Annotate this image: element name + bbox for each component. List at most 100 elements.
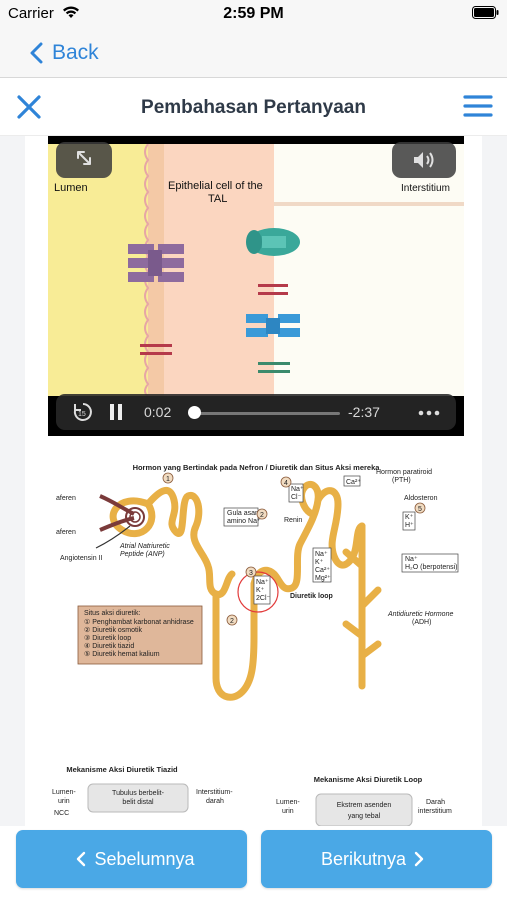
tiazid-ncc: NCC (54, 810, 69, 817)
close-icon[interactable] (15, 93, 43, 121)
purple-transporter (128, 244, 184, 282)
carrier-label: Carrier (8, 5, 54, 22)
green-channel-top (258, 362, 290, 365)
red-channel-right-top (258, 284, 288, 287)
red-channel-left-bottom (140, 352, 172, 355)
legend-title: Situs aksi diuretik: (84, 610, 140, 617)
tiazid-tubule-2: belit distal (122, 799, 154, 806)
label-gula-line2: amino Na⁺ (227, 518, 261, 525)
more-options-icon[interactable] (418, 410, 440, 416)
badge-5: 5 (418, 506, 422, 513)
content-area[interactable]: Lumen Epithelial cell of the TAL Interst… (0, 136, 507, 826)
legend-item-4: ④ Diuretik tiazid (84, 642, 134, 650)
label-h: H⁺ (405, 522, 414, 529)
label-gula-line1: Gula asam (227, 510, 261, 517)
clock: 2:59 PM (223, 5, 284, 22)
tiazid-lumen-1: Lumen- (52, 789, 76, 796)
chevron-left-icon (77, 851, 86, 867)
label-pth-line2: (PTH) (392, 477, 411, 484)
next-label: Berikutnya (320, 848, 407, 869)
label-ca: Ca²⁺ (346, 479, 361, 486)
glomerulus (125, 507, 145, 527)
label-aferen-bottom: aferen (56, 529, 76, 536)
blue-transporter (246, 314, 300, 337)
fullscreen-button[interactable] (56, 142, 112, 178)
label-loop-na: Na⁺ (256, 579, 269, 586)
rewind-15-icon[interactable]: 15 (72, 401, 94, 423)
label-k: K⁺ (405, 514, 414, 521)
chevron-left-icon (30, 42, 43, 64)
loop-title: Mekanisme Aksi Diuretik Loop (314, 775, 423, 784)
status-bar: Carrier 2:59 PM (0, 0, 507, 28)
label-nakcamg-1: Na⁺ (315, 551, 328, 558)
playback-controls: 15 0:02 -2:37 (56, 394, 456, 430)
loop-highlight-circle (237, 571, 279, 613)
cell-label-line2: TAL (208, 193, 227, 205)
progress-track[interactable] (190, 412, 340, 415)
badge-2: 2 (230, 618, 234, 625)
speaker-icon (414, 152, 434, 168)
loop-lumen-2: urin (282, 808, 294, 815)
label-adh-line2: (ADH) (412, 619, 431, 626)
label-na-1: Na⁺ (291, 486, 304, 493)
loop-ext-box (315, 793, 413, 826)
loop-ext-2: yang tebal (348, 813, 381, 820)
figure-title: Hormon yang Bertindak pada Nefron / Diur… (133, 463, 381, 472)
badge-4: 4 (284, 480, 288, 487)
loop-lumen-1: Lumen- (276, 799, 300, 806)
next-button[interactable]: Berikutnya (261, 830, 492, 888)
chevron-right-icon (414, 851, 424, 867)
nephron-figure: Hormon yang Bertindak pada Nefron / Diur… (56, 463, 459, 701)
mechanism-figure: Mekanisme Aksi Diuretik Tiazid Lumen- ur… (52, 765, 452, 826)
badge-1: 1 (166, 476, 170, 483)
label-nakcamg-4: Mg²⁺ (315, 575, 331, 582)
label-na-h2o-2: H₂O (berpotensi) (405, 564, 458, 571)
label-diuretik-loop: Diuretik loop (290, 593, 333, 600)
afferent-vessel-bottom (99, 516, 135, 532)
previous-label: Sebelumnya (94, 848, 195, 869)
loop-darah-2: interstitium (418, 808, 452, 815)
label-nakcamg-2: K⁺ (315, 559, 324, 566)
footer-nav: Sebelumnya Berikutnya (0, 826, 507, 900)
expand-icon (77, 151, 91, 165)
label-anp-line2: Peptide (ANP) (120, 551, 165, 558)
red-channel-left-top (140, 344, 172, 347)
mute-button[interactable] (392, 142, 456, 178)
remaining-time: -2:37 (348, 404, 380, 420)
label-pth-line1: Hormon paratiroid (376, 469, 432, 476)
afferent-vessel-top (99, 494, 135, 516)
current-time: 0:02 (144, 404, 172, 420)
legend-item-5: ⑤ Diuretik hemat kalium (84, 650, 160, 658)
label-loop-cl: 2Cl⁻ (256, 595, 271, 602)
back-button[interactable]: Back (30, 38, 99, 68)
pause-icon[interactable] (108, 403, 124, 421)
label-loop-k: K⁺ (256, 587, 265, 594)
label-na-h2o-1: Na⁺ (405, 556, 418, 563)
previous-button[interactable]: Sebelumnya (16, 830, 247, 888)
tiazid-tubule-box (87, 783, 189, 813)
progress-knob[interactable] (188, 406, 201, 419)
label-anp-line1: Atrial Natriuretic (119, 543, 170, 550)
lumen-label: Lumen (54, 182, 88, 194)
tiazid-title: Mekanisme Aksi Diuretik Tiazid (66, 765, 178, 774)
video-illustration: Lumen Epithelial cell of the TAL Interst… (48, 144, 464, 396)
site-badges: 1 2 2 3 4 5 (162, 472, 426, 626)
badge-3: 3 (249, 570, 253, 577)
label-nakcamg-3: Ca²⁺ (315, 567, 330, 574)
label-adh-line1: Antidiuretic Hormone (387, 611, 453, 618)
svg-text:15: 15 (78, 411, 86, 418)
back-label: Back (52, 41, 99, 64)
wifi-icon (63, 6, 79, 18)
red-channel-right-bottom (258, 292, 288, 295)
tiazid-lumen-2: urin (58, 798, 70, 805)
menu-icon[interactable] (463, 93, 493, 119)
tiazid-inter-2: darah (206, 798, 224, 805)
legend-box (77, 605, 203, 665)
legend-item-3: ③ Diuretik loop (84, 634, 131, 642)
tiazid-tubule-1: Tubulus berbelit- (112, 790, 165, 797)
label-cl-1: Cl⁻ (291, 494, 302, 501)
label-renin: Renin (284, 517, 302, 524)
video-player[interactable]: Lumen Epithelial cell of the TAL Interst… (48, 136, 464, 436)
green-channel-bottom (258, 370, 290, 373)
page-title: Pembahasan Pertanyaan (141, 97, 366, 118)
